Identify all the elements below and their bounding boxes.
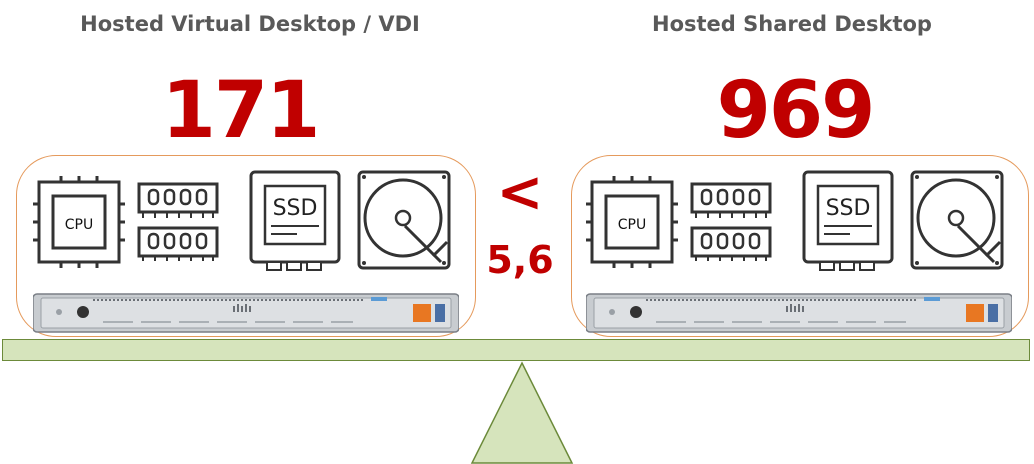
hdd-icon: [910, 170, 1004, 270]
ssd-label: SSD: [273, 196, 318, 221]
ssd-label: SSD: [826, 196, 871, 221]
left-hardware-panel: CPU SSD: [16, 155, 476, 337]
comparison-symbol: <: [496, 160, 544, 225]
hdd-icon: [357, 170, 451, 270]
balance-beam: [2, 339, 1030, 361]
memory-icon: [137, 182, 219, 261]
ssd-icon: SSD: [802, 170, 894, 271]
right-title: Hosted Shared Desktop: [652, 12, 932, 36]
cpu-icon: CPU: [586, 176, 678, 268]
right-hardware-panel: CPU SSD: [571, 155, 1029, 337]
right-count: 969: [716, 66, 876, 156]
cpu-icon: CPU: [33, 176, 125, 268]
fulcrum-triangle: [470, 361, 574, 464]
server-icon: [586, 293, 1012, 333]
left-title: Hosted Virtual Desktop / VDI: [80, 12, 420, 36]
ssd-icon: SSD: [249, 170, 341, 271]
cpu-label: CPU: [65, 217, 93, 233]
ratio-label: 5,6: [486, 238, 554, 282]
cpu-label: CPU: [618, 217, 646, 233]
server-icon: [33, 293, 459, 333]
left-count: 171: [161, 66, 321, 156]
memory-icon: [690, 182, 772, 261]
